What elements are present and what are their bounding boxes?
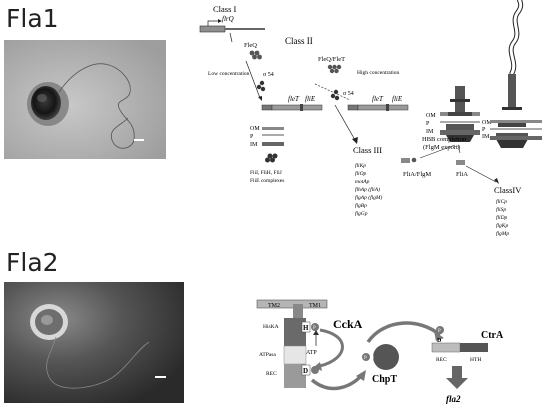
ctra-hth-label: HTH [470, 357, 481, 363]
p-label-right: P [482, 127, 486, 133]
svg-text:P: P [438, 329, 441, 334]
hbb-completion-label: HBB completion [422, 136, 467, 143]
tm2-label: TM2 [268, 303, 280, 309]
d-residue-label: D [303, 367, 308, 375]
flhq-gene-label: flrQ [222, 15, 234, 23]
p-label-mid: P [426, 121, 430, 127]
class-i-label: Class I [213, 4, 237, 14]
om-label-mid: OM [426, 113, 436, 119]
class-iii-label: Class III [353, 145, 382, 155]
sigma54-label-left: σ 54 [263, 72, 274, 78]
chpt-protein [373, 344, 399, 370]
svg-text:fliKp: fliKp [355, 162, 366, 169]
svg-text:H: H [370, 355, 374, 361]
im-label-left: IM [250, 142, 258, 148]
ccka-label: CckA [333, 317, 363, 331]
svg-text:motAp: motAp [355, 179, 370, 185]
class-ii-operon-right [347, 104, 409, 111]
class-iv-gene-list: fliCp fliSp fliDp flgKp flgMp [496, 198, 509, 237]
ccka-domains [283, 318, 307, 388]
om-label-right: OM [482, 120, 492, 126]
fleq-flet-protein-icon [327, 64, 342, 74]
sigma54-icon-right [330, 89, 340, 101]
class-ii-label: Class II [285, 36, 313, 46]
class-i-gene [199, 25, 226, 33]
tm1-label: TM1 [309, 303, 321, 309]
phospho-relay-arrow-3 [366, 321, 442, 344]
ctra-rec-label: REC [436, 357, 447, 363]
im-label-right: IM [482, 134, 490, 140]
flii-complex-label: FliI, FliH, FliJ [250, 170, 283, 176]
fleq-protein-icon [249, 50, 262, 60]
fleq-protein-label: FleQ [244, 42, 257, 49]
svg-text:fliOp: fliOp [355, 170, 367, 177]
flie-gene-right: fliE [392, 95, 403, 103]
ctra-d-label: D [437, 338, 442, 344]
flet-gene-left: fleT [288, 95, 300, 103]
hiska-label: HisKA [263, 324, 279, 330]
om-label-left: OM [250, 126, 260, 132]
phosphate-icon-ctra [436, 326, 444, 334]
flgm-export-label: (FlgM export) [423, 144, 460, 151]
flagellum-icon [496, 0, 528, 148]
low-concentration-label: Low concentration [208, 71, 250, 77]
phospho-relay-arrow-2 [310, 373, 364, 391]
flie-gene-left: fliE [305, 95, 316, 103]
h-residue [301, 321, 311, 333]
svg-text:flgGp: flgGp [355, 210, 368, 217]
chpt-label: ChpT [372, 374, 397, 385]
atpasa-label: ATPasa [259, 352, 276, 358]
svg-text:P: P [313, 326, 316, 331]
ctra-label: CtrA [481, 330, 504, 341]
membrane-left [262, 127, 284, 146]
p-label-left: P [250, 134, 254, 140]
svg-text:P: P [364, 356, 367, 361]
phospho-relay-arrow-1 [319, 328, 344, 368]
fla2-label: Fla2 [6, 248, 59, 277]
atp-label: ATP [306, 350, 317, 356]
membrane-right [490, 120, 542, 140]
phosphate-icon-h [311, 323, 319, 331]
sigma54-label-right: σ 54 [343, 91, 354, 97]
flia-label: FliA [456, 171, 468, 178]
svg-text:fliSp: fliSp [496, 206, 506, 213]
sigma54-icon-left [256, 80, 266, 92]
fla1-micrograph [4, 40, 166, 159]
fla1-cascade-diagram: Class I flrQ FleQ Class II Low concentra… [199, 0, 542, 237]
fla2-signaling-diagram: TM2 TM1 HisKA ATPasa REC H P ATP D CckA … [256, 299, 504, 404]
class-iii-gene-list: fliKp fliOp motAp flhAp (fliA) flgAp (fl… [355, 162, 383, 217]
svg-text:fliCp: fliCp [496, 198, 507, 205]
rec-label: REC [266, 371, 277, 377]
fla1-label: Fla1 [6, 4, 59, 33]
svg-text:flgMp: flgMp [496, 230, 509, 237]
high-concentration-label: High concentration [357, 70, 400, 76]
fla2-output-label: fla2 [446, 394, 461, 404]
basal-body-icon [440, 86, 480, 142]
class-ii-operon-left [261, 104, 323, 111]
output-arrow-icon [446, 366, 468, 389]
d-residue [301, 364, 311, 376]
ctra-domains [431, 342, 488, 353]
im-label-mid: IM [426, 129, 434, 135]
flia-flgm-label: FliA/FlgM [403, 171, 431, 178]
svg-text:flgBp: flgBp [355, 202, 367, 209]
flia-icon [456, 160, 465, 165]
phosphate-icon-chpt [362, 353, 370, 361]
flii-complex-icon [265, 153, 278, 163]
svg-text:fliDp: fliDp [496, 214, 508, 221]
svg-text:flgAp (flgM): flgAp (flgM) [355, 194, 383, 201]
ccka-transmembrane [256, 299, 328, 318]
svg-text:flgKp: flgKp [496, 222, 508, 229]
flet-gene-right: fleT [372, 95, 384, 103]
class-iv-label: ClassIV [494, 185, 522, 195]
fleq-flet-label: FleQ/FleT [318, 56, 345, 63]
flia-flgm-icon [401, 157, 417, 163]
flie-complex-label: FliE complexes [250, 178, 284, 184]
h-residue-label: H [303, 324, 309, 332]
fla2-micrograph [4, 282, 184, 403]
svg-text:flhAp (fliA): flhAp (fliA) [355, 186, 380, 193]
